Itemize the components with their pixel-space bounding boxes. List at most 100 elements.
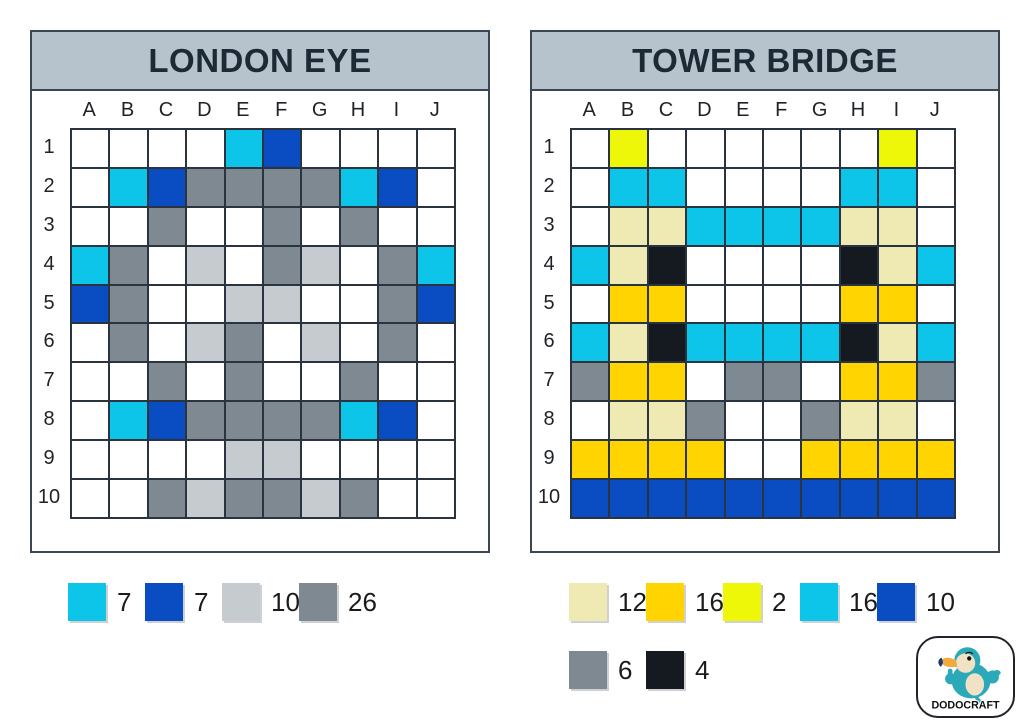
grid-cell xyxy=(839,206,879,246)
grid-cell xyxy=(186,129,225,168)
grid-cell xyxy=(301,245,340,285)
grid-cell xyxy=(724,284,763,324)
grid-cell xyxy=(224,206,263,246)
grid-cell xyxy=(724,479,763,518)
column-label: G xyxy=(811,99,828,121)
grid-cell xyxy=(686,206,725,246)
dodo-bird-icon: DODOCRAFT xyxy=(930,647,1001,713)
row-label: 5 xyxy=(543,291,555,314)
grid-cell xyxy=(109,206,148,246)
legend-swatch xyxy=(299,583,337,621)
legend-item: 10 xyxy=(877,583,955,621)
grid-cell xyxy=(416,479,455,518)
grid-cell xyxy=(109,323,148,363)
grid-cell xyxy=(416,245,455,285)
grid-cell xyxy=(339,206,379,246)
pixel-grid xyxy=(570,128,956,519)
grid-cell xyxy=(339,440,379,480)
grid-cell xyxy=(801,479,840,518)
grid-cell xyxy=(571,323,610,363)
grid-cell xyxy=(416,206,455,246)
grid-cell xyxy=(186,440,225,480)
legend-swatch xyxy=(723,583,761,621)
grid-cell xyxy=(609,401,648,441)
grid-cell xyxy=(801,362,840,402)
grid-cell xyxy=(571,479,610,518)
grid-cell xyxy=(301,401,340,441)
legend-swatch xyxy=(222,583,260,621)
grid-cell xyxy=(339,284,379,324)
legend-count: 16 xyxy=(695,586,724,617)
grid-cell xyxy=(339,479,379,518)
grid-cell xyxy=(724,401,763,441)
grid-cell xyxy=(186,323,225,363)
legend-swatch xyxy=(646,583,684,621)
grid-cell xyxy=(378,479,417,518)
grid-cell xyxy=(186,362,225,402)
grid-cell xyxy=(71,323,110,363)
grid-cell xyxy=(878,362,917,402)
grid-cell xyxy=(801,323,840,363)
grid-cell xyxy=(839,479,879,518)
grid-cell xyxy=(571,440,610,480)
legend-item: 12 xyxy=(569,583,647,621)
row-label: 8 xyxy=(543,408,555,431)
column-label: B xyxy=(120,99,135,121)
column-label: H xyxy=(850,99,866,121)
grid-cell xyxy=(762,479,802,518)
grid-cell xyxy=(571,167,610,207)
grid-cell xyxy=(301,206,340,246)
grid-cell xyxy=(378,362,417,402)
grid-cell xyxy=(147,362,187,402)
grid-cell xyxy=(186,245,225,285)
grid-cell xyxy=(571,284,610,324)
grid-cell xyxy=(762,323,802,363)
grid-cell xyxy=(724,323,763,363)
grid-cell xyxy=(147,479,187,518)
grid-cell xyxy=(71,440,110,480)
grid-cell xyxy=(147,440,187,480)
grid-cell xyxy=(147,167,187,207)
grid-cell xyxy=(878,479,917,518)
grid-cell xyxy=(147,245,187,285)
grid-cell xyxy=(839,129,879,168)
grid-cell xyxy=(686,323,725,363)
grid-cell xyxy=(339,167,379,207)
row-label: 2 xyxy=(543,174,555,197)
legend-count: 10 xyxy=(926,586,955,617)
row-label: 9 xyxy=(43,447,55,470)
grid-cell xyxy=(801,440,840,480)
grid-cell xyxy=(571,129,610,168)
grid-cell xyxy=(416,440,455,480)
row-label: 4 xyxy=(543,252,555,275)
grid-cell xyxy=(762,129,802,168)
row-label: 7 xyxy=(543,369,555,392)
grid-cell xyxy=(724,206,763,246)
grid-cell xyxy=(801,129,840,168)
grid-cell xyxy=(571,206,610,246)
grid-cell xyxy=(378,284,417,324)
grid-cell xyxy=(186,167,225,207)
grid-cell xyxy=(609,167,648,207)
grid-cell xyxy=(762,206,802,246)
legend-item: 16 xyxy=(800,583,878,621)
grid-cell xyxy=(839,323,879,363)
grid-cell xyxy=(647,206,687,246)
legend-count: 16 xyxy=(849,586,878,617)
legend-swatch xyxy=(145,583,183,621)
grid-cell xyxy=(609,323,648,363)
grid-cell xyxy=(647,323,687,363)
grid-cell xyxy=(686,440,725,480)
grid-cell xyxy=(686,167,725,207)
column-label: D xyxy=(197,99,212,121)
grid-cell xyxy=(916,323,955,363)
grid-cell xyxy=(609,284,648,324)
row-label: 1 xyxy=(43,136,55,158)
grid-cell xyxy=(839,362,879,402)
grid-cell xyxy=(109,129,148,168)
legend-item: 16 xyxy=(646,583,724,621)
grid-cell xyxy=(378,167,417,207)
grid-cell xyxy=(109,284,148,324)
